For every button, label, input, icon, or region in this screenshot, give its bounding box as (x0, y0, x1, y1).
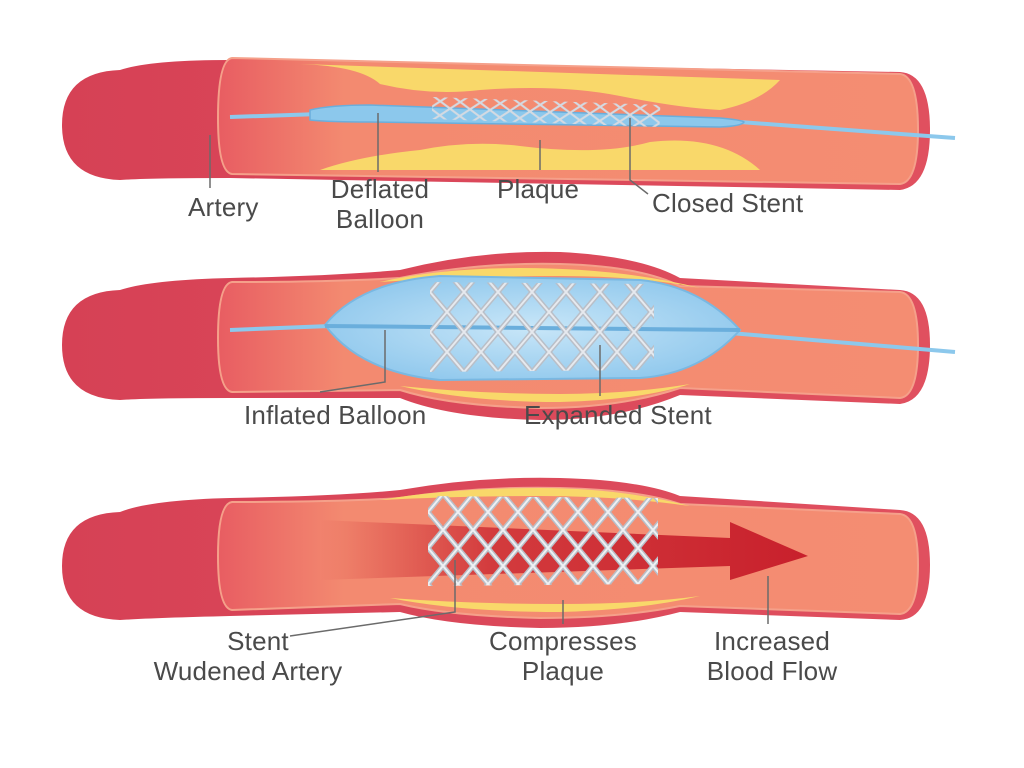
plaque-bottom-2 (400, 384, 690, 402)
deployed-stent (428, 496, 658, 586)
catheter-right-2 (729, 331, 956, 354)
panel-result (62, 477, 930, 628)
leader-inflated-balloon (319, 330, 386, 393)
label-deflated-balloon-line1: Deflated (330, 174, 430, 204)
label-flow-line1: Increased (714, 626, 830, 656)
plaque-bottom-3 (390, 596, 700, 612)
plaque-top-1 (300, 64, 780, 110)
label-artery: Artery (188, 192, 259, 222)
label-closed-stent: Closed Stent (652, 188, 804, 218)
label-deflated-balloon-line2: Balloon (335, 204, 425, 234)
closed-stent (431, 97, 661, 127)
label-flow-line2: Blood Flow (706, 656, 838, 686)
plaque-top-2 (380, 268, 700, 288)
label-stent-line2: Wudened Artery (153, 656, 343, 686)
leader-lines (209, 113, 769, 637)
panel-inflated (62, 251, 956, 420)
label-stent-widened-artery: Stent Wudened Artery (138, 626, 358, 686)
plaque-top-3 (380, 488, 690, 506)
leader-stent-widened (289, 560, 456, 637)
leader-closed-stent (629, 118, 649, 195)
label-increased-blood-flow: Increased Blood Flow (692, 626, 852, 686)
label-compresses-plaque: Compresses Plaque (472, 626, 654, 686)
panel-deflated (62, 56, 956, 190)
label-expanded-stent: Expanded Stent (524, 400, 712, 430)
label-plaque: Plaque (497, 174, 580, 204)
label-compresses-line2: Plaque (521, 656, 605, 686)
catheter-right-1 (739, 120, 956, 140)
label-stent-line1: Stent (227, 626, 289, 656)
catheter-left-1 (229, 112, 321, 119)
expanded-stent (430, 282, 654, 372)
label-inflated-balloon: Inflated Balloon (244, 400, 427, 430)
catheter-left-2 (229, 324, 331, 332)
label-compresses-line1: Compresses (489, 626, 637, 656)
label-deflated-balloon: Deflated Balloon (310, 174, 450, 234)
